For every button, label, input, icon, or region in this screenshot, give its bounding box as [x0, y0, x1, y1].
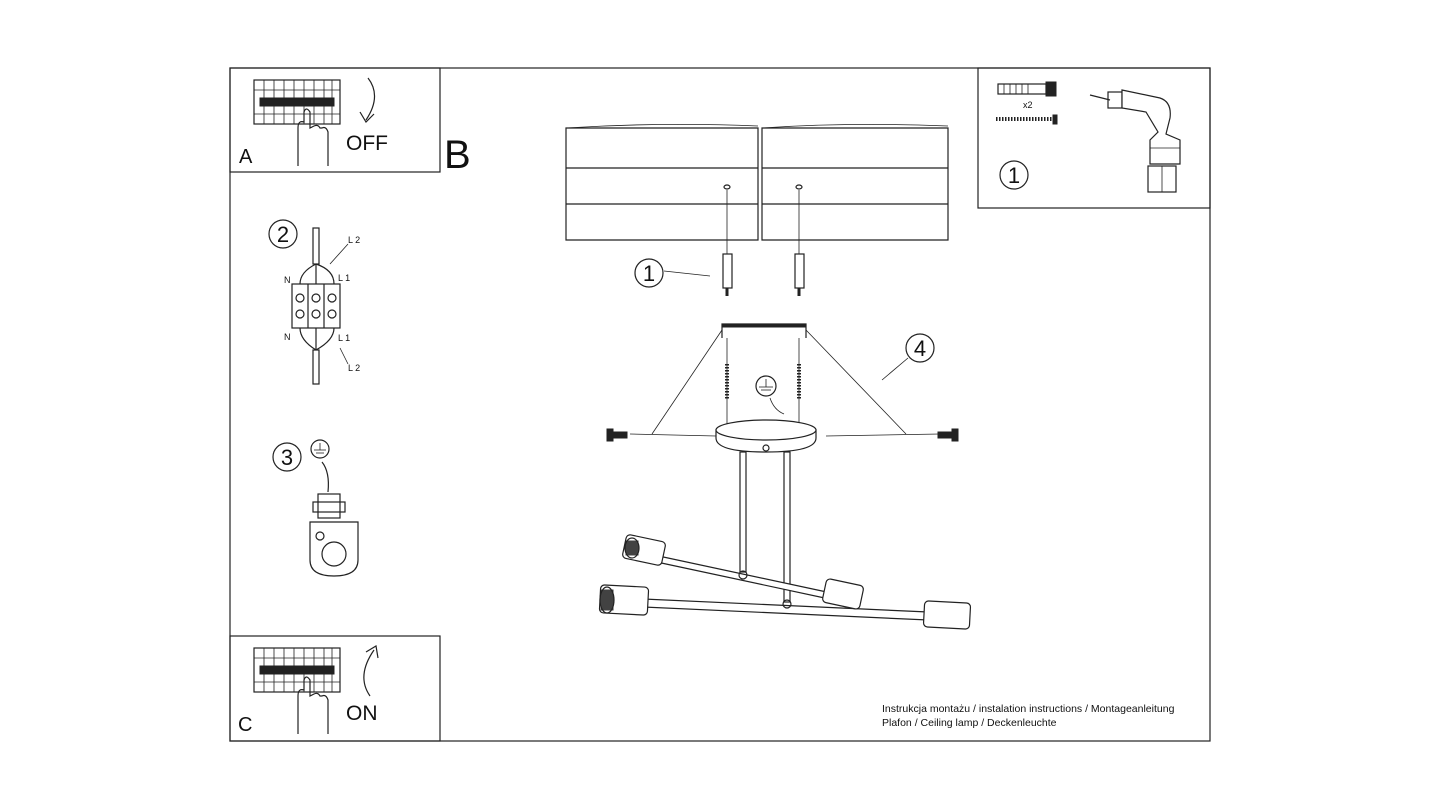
panel-c: C ON	[229, 635, 441, 742]
on-label: ON	[346, 702, 378, 725]
ground-icon	[310, 439, 330, 459]
panel-a: A OFF	[229, 67, 441, 173]
wiring-diagram: 2 L 2 N L 1 N L 1 L 2	[268, 219, 360, 385]
step1-tools-number: 1	[1008, 163, 1020, 188]
ground-connection: 3	[272, 439, 359, 577]
screw-icon	[996, 114, 1058, 125]
arrow-down-icon	[359, 77, 376, 123]
wire-label-top-l2: L 2	[348, 235, 360, 245]
ground-icon	[755, 375, 777, 397]
step1-main-number: 1	[643, 261, 655, 286]
wire-label-bottom-n: N	[284, 332, 291, 342]
step3-number: 3	[281, 445, 293, 470]
screw-icon	[937, 428, 959, 442]
arrow-up-icon	[363, 645, 379, 697]
anchor-icon	[722, 253, 733, 289]
breaker-hand-icon	[253, 647, 341, 734]
quantity-label: x2	[1023, 100, 1033, 110]
terminal-block-icon	[291, 283, 341, 329]
anchor-icon	[997, 81, 1057, 97]
breaker-hand-icon	[253, 79, 341, 166]
drill-icon	[1089, 89, 1181, 193]
step4-number: 4	[914, 336, 926, 361]
step2-number: 2	[277, 222, 289, 247]
panel-b-letter: B	[444, 133, 471, 177]
footer-line-1: Instrukcja montażu / instalation instruc…	[882, 703, 1175, 715]
footer-line-2: Plafon / Ceiling lamp / Deckenleuchte	[882, 717, 1057, 729]
wire-label-bottom-l2: L 2	[348, 363, 360, 373]
off-label: OFF	[346, 132, 388, 155]
wire-label-top-l1: L 1	[338, 273, 350, 283]
outer-frame	[229, 67, 1211, 742]
panel-c-letter: C	[238, 714, 252, 736]
tools-panel: x2 1	[977, 67, 1211, 209]
panel-a-letter: A	[239, 146, 253, 168]
anchor-icon	[794, 253, 805, 289]
ceiling-assembly: 1 4	[565, 124, 972, 630]
wire-label-bottom-l1: L 1	[338, 333, 350, 343]
screw-icon	[606, 428, 628, 442]
wire-label-top-n: N	[284, 275, 291, 285]
